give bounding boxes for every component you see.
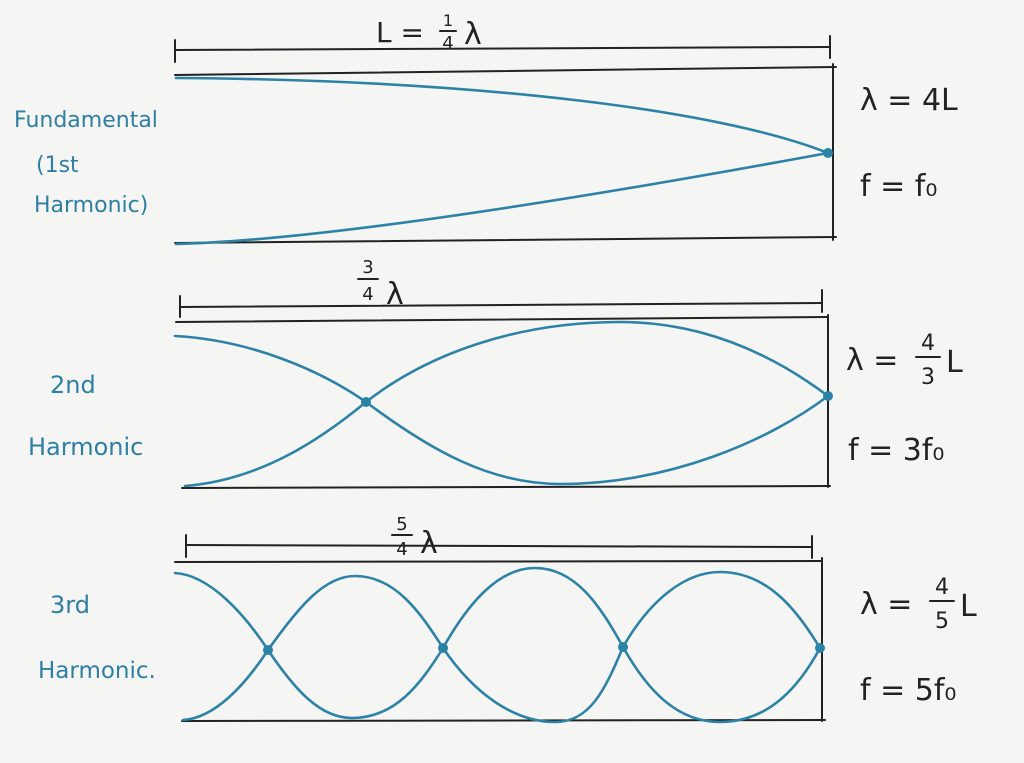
length-label-denominator: 4 (362, 284, 373, 305)
length-label: 3 4 λ (357, 257, 404, 312)
node-dot (618, 642, 628, 652)
dimension-line (174, 46, 831, 51)
node-dot (438, 643, 448, 653)
length-label-symbol: λ (386, 277, 404, 312)
frequency-formula: f = f₀ (860, 169, 937, 204)
wavelength-numerator: 4 (921, 331, 935, 356)
node-dot (823, 391, 833, 401)
panel-3rd-harmonic: 5 4 λ 3rd Harmonic. λ = 4 5 L (38, 514, 977, 724)
standing-wave (173, 320, 833, 488)
length-label-numerator: 5 (396, 514, 407, 535)
wavelength-denominator: 5 (935, 609, 949, 634)
length-label-prefix: L = (376, 16, 424, 49)
harmonic-name-line: (1st (36, 153, 79, 178)
length-label: 5 4 λ (391, 514, 438, 561)
standing-wave (174, 76, 833, 246)
harmonic-name: 3rd Harmonic. (38, 591, 156, 684)
length-label: L = 1 4 λ (376, 11, 482, 54)
dimension-line (185, 544, 813, 548)
harmonic-name-line: Fundamental (14, 108, 158, 133)
pipe-bottom-wall (181, 485, 831, 489)
wavelength-formula: λ = 4 3 L (846, 331, 963, 390)
harmonic-name: 2nd Harmonic (28, 371, 143, 461)
wavelength-prefix: λ = (860, 587, 912, 622)
wave-curve-a (173, 334, 830, 486)
node-dot (823, 148, 833, 158)
wave-upper-curve (174, 76, 830, 155)
length-label-symbol: λ (464, 17, 482, 52)
wave-curve-a (173, 566, 822, 724)
frequency-formula: f = 3f₀ (848, 433, 944, 468)
harmonic-name-line: 3rd (50, 591, 90, 619)
dimension-line (179, 302, 823, 308)
wavelength-prefix: λ = (846, 343, 898, 378)
harmonic-name-line: 2nd (50, 371, 96, 399)
frequency-formula: f = 5f₀ (860, 673, 956, 708)
length-label-numerator: 1 (443, 11, 453, 30)
wave-curve-b (181, 570, 822, 724)
wavelength-symbol: L (960, 589, 977, 624)
pipe (174, 557, 826, 722)
harmonic-name-line: Harmonic. (38, 658, 156, 684)
length-label-denominator: 4 (442, 33, 453, 54)
length-dimension (174, 35, 831, 63)
wavelength-numerator: 4 (935, 575, 949, 600)
wavelength-symbol: L (946, 345, 963, 380)
length-label-numerator: 3 (362, 257, 373, 278)
wavelength-formula: λ = 4 5 L (860, 575, 977, 634)
standing-wave (173, 566, 825, 724)
wavelength-denominator: 3 (921, 365, 935, 390)
pipe-top-wall (175, 316, 829, 323)
harmonic-name-line: Harmonic) (34, 193, 148, 218)
wave-curve-b (183, 320, 830, 488)
harmonic-name: Fundamental (1st Harmonic) (14, 108, 158, 218)
pipe-top-wall (174, 560, 823, 563)
node-dot (263, 645, 273, 655)
panel-fundamental: L = 1 4 λ Fundamental (1st Harmonic) λ =… (14, 11, 958, 246)
wave-lower-curve (174, 151, 830, 246)
length-label-symbol: λ (420, 526, 438, 561)
node-dot (815, 643, 825, 653)
pipe-bottom-wall (181, 719, 826, 722)
pipe-bottom-wall (174, 236, 837, 244)
wavelength-formula: λ = 4L (860, 83, 958, 118)
harmonic-name-line: Harmonic (28, 433, 143, 461)
node-dot (361, 397, 371, 407)
length-dimension (185, 534, 813, 559)
length-label-denominator: 4 (396, 539, 407, 560)
length-dimension (179, 289, 823, 318)
pipe-top-wall (174, 66, 837, 76)
pipe (174, 63, 837, 244)
panel-2nd-harmonic: 3 4 λ 2nd Harmonic λ = 4 3 L f = 3f₀ (28, 257, 963, 489)
